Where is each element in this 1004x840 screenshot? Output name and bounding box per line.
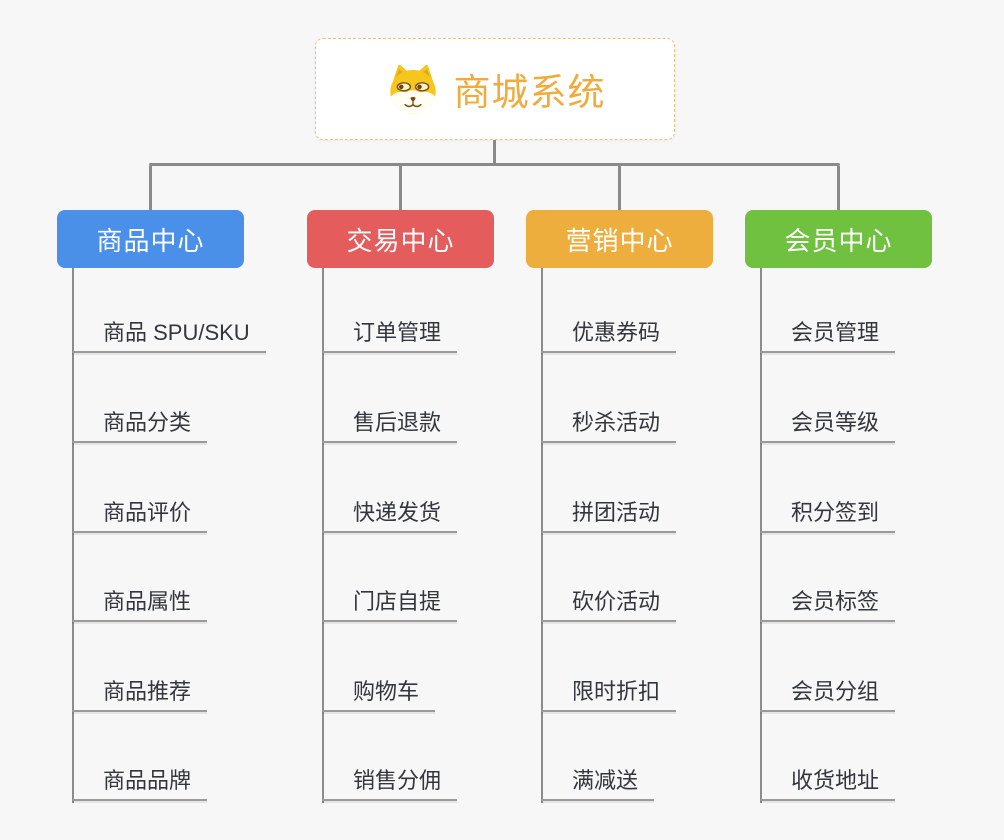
leaf-node[interactable]: 购物车: [322, 679, 436, 712]
leaf-node[interactable]: 订单管理: [322, 320, 458, 353]
leaf-node[interactable]: 会员管理: [760, 320, 896, 353]
leaf-node[interactable]: 销售分佣: [322, 768, 458, 801]
connector-drop-marketing: [618, 166, 621, 210]
leaf-node[interactable]: 满减送: [541, 768, 655, 801]
root-title: 商城系统: [453, 72, 606, 113]
leaf-node[interactable]: 门店自提: [322, 589, 458, 622]
leaf-node[interactable]: 砍价活动: [541, 589, 677, 622]
leaf-node[interactable]: 拼团活动: [541, 500, 677, 533]
connector-drop-members: [837, 166, 840, 210]
leaf-node[interactable]: 优惠券码: [541, 320, 677, 353]
branch-node-member-center[interactable]: 会员中心: [745, 210, 932, 268]
leaf-node[interactable]: 快递发货: [322, 500, 458, 533]
spine-member-center: [760, 268, 762, 803]
leaf-node[interactable]: 会员标签: [760, 589, 896, 622]
spine-marketing-center: [541, 268, 543, 803]
connector-crossbar: [149, 163, 840, 166]
leaf-node[interactable]: 商品评价: [72, 500, 208, 533]
shiba-dog-icon: [385, 62, 441, 116]
leaf-node[interactable]: 商品分类: [72, 410, 208, 443]
leaf-node[interactable]: 积分签到: [760, 500, 896, 533]
connector-root-stem: [493, 140, 496, 164]
spine-product-center: [72, 268, 74, 803]
leaf-node[interactable]: 商品 SPU/SKU: [72, 320, 266, 353]
leaf-node[interactable]: 商品推荐: [72, 679, 208, 712]
leaf-node[interactable]: 商品品牌: [72, 768, 208, 801]
leaf-node[interactable]: 限时折扣: [541, 679, 677, 712]
leaf-node[interactable]: 商品属性: [72, 589, 208, 622]
root-node-mall-system[interactable]: 商城系统: [315, 38, 675, 140]
branch-node-trade-center[interactable]: 交易中心: [307, 210, 494, 268]
leaf-node[interactable]: 会员分组: [760, 679, 896, 712]
branch-node-marketing-center[interactable]: 营销中心: [526, 210, 713, 268]
connector-drop-products: [149, 166, 152, 210]
leaf-node[interactable]: 收货地址: [760, 768, 896, 801]
connector-drop-trade: [399, 166, 402, 210]
leaf-node[interactable]: 售后退款: [322, 410, 458, 443]
spine-trade-center: [322, 268, 324, 803]
leaf-node[interactable]: 秒杀活动: [541, 410, 677, 443]
leaf-node[interactable]: 会员等级: [760, 410, 896, 443]
branch-node-product-center[interactable]: 商品中心: [57, 210, 244, 268]
